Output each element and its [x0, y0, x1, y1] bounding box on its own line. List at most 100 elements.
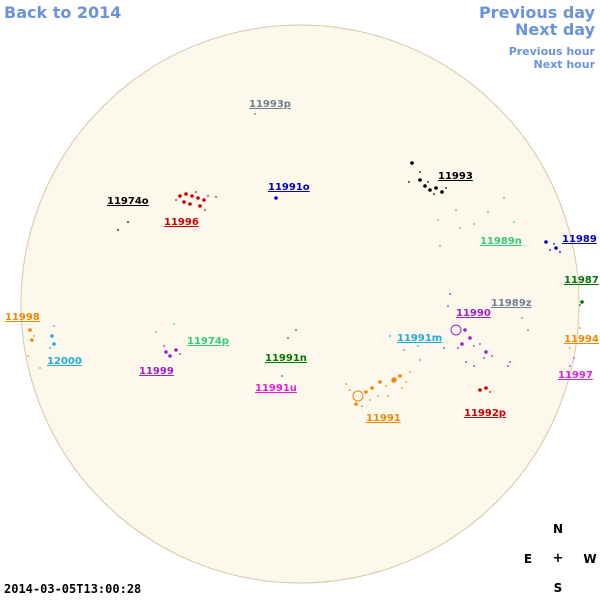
sunspot	[204, 209, 206, 211]
region-label-11989[interactable]: 11989	[562, 234, 597, 245]
sunspot	[433, 193, 435, 195]
sunspot	[398, 374, 402, 378]
sunspot-group-11991o	[274, 196, 278, 200]
sunspot	[178, 194, 182, 198]
sunspot	[287, 337, 289, 339]
region-label-11993p[interactable]: 11993p	[249, 99, 291, 110]
region-label-11974p[interactable]: 11974p	[187, 336, 229, 347]
sunspot	[202, 198, 206, 202]
sunspot	[468, 336, 472, 340]
sunspot	[447, 305, 449, 307]
sunspot	[417, 345, 419, 347]
region-label-12000[interactable]: 12000	[47, 356, 82, 367]
sunspot-group-11991u	[281, 375, 283, 377]
previous-hour-link[interactable]: Previous hour	[508, 45, 595, 58]
sunspot	[175, 199, 177, 201]
sunspot	[559, 251, 561, 253]
sunspot-group-11993	[408, 161, 447, 195]
region-label-11991o[interactable]: 11991o	[268, 182, 310, 193]
sunspot	[385, 385, 387, 387]
sunspot	[370, 386, 374, 390]
back-to-year-link[interactable]: Back to 2014	[4, 3, 122, 22]
sunspot	[440, 190, 444, 194]
sunspot	[254, 113, 256, 115]
observation-timestamp: 2014-03-05T13:00:28	[4, 582, 142, 596]
region-label-11974o[interactable]: 11974o	[107, 196, 149, 207]
next-hour-link[interactable]: Next hour	[533, 58, 596, 71]
region-label-11991n[interactable]: 11991n	[265, 353, 307, 364]
sunspot-group-11991n	[287, 329, 297, 339]
region-label-11997[interactable]: 11997	[558, 370, 593, 381]
sunspot	[503, 197, 505, 199]
sunspot	[49, 347, 51, 349]
region-label-11990[interactable]: 11990	[456, 308, 491, 319]
sunspot	[207, 195, 209, 197]
sunspot-group-11997	[569, 357, 575, 367]
sunspot	[513, 221, 515, 223]
sunspot	[478, 388, 482, 392]
region-label-11996[interactable]: 11996	[164, 217, 199, 228]
region-label-11991m[interactable]: 11991m	[397, 333, 442, 344]
sunspot	[489, 391, 491, 393]
sunspot-group-11990	[443, 293, 511, 367]
compass-west: W	[583, 552, 597, 566]
region-label-11999[interactable]: 11999	[139, 366, 174, 377]
region-label-11994[interactable]: 11994	[564, 334, 599, 345]
sunspot	[449, 293, 451, 295]
sunspot	[349, 389, 351, 391]
sunspot	[405, 381, 407, 383]
solar-disk	[20, 24, 580, 584]
sunspot	[391, 377, 397, 383]
sunspot	[354, 402, 358, 406]
compass-center: +	[552, 551, 564, 566]
region-label-11992p[interactable]: 11992p	[464, 408, 506, 419]
sunspot	[554, 246, 558, 250]
sunspot	[445, 187, 447, 189]
compass-north: N	[552, 522, 564, 536]
sunspot	[163, 345, 165, 347]
sunspot	[198, 204, 202, 208]
sunspot	[281, 375, 283, 377]
region-label-11998[interactable]: 11998	[5, 312, 40, 323]
region-label-11989n[interactable]: 11989n	[480, 236, 522, 247]
sunspot-group-11994	[569, 327, 581, 349]
sunspot	[378, 380, 382, 384]
sunspot	[409, 371, 411, 373]
sunspot-group-11974o	[117, 221, 129, 231]
region-label-11987[interactable]: 11987	[564, 275, 599, 286]
sunspot	[463, 328, 467, 332]
region-label-11991u[interactable]: 11991u	[255, 383, 297, 394]
sunspot-group-11992p	[478, 386, 491, 393]
sunspot	[509, 361, 511, 363]
sunspot	[215, 196, 217, 198]
sunspot-group-11989z	[521, 317, 529, 331]
sunspot-group-11987	[579, 300, 584, 306]
sunspot	[527, 329, 529, 331]
sunspot	[168, 354, 172, 358]
previous-day-link[interactable]: Previous day	[478, 3, 595, 22]
sunspot	[491, 355, 493, 357]
sunspot	[369, 399, 371, 401]
sunspot	[418, 178, 422, 182]
region-label-11989z[interactable]: 11989z	[491, 298, 532, 309]
sunspot	[443, 347, 445, 349]
sunspot-group-11998	[27, 328, 41, 369]
sunspot	[455, 209, 457, 211]
sunspot	[33, 335, 35, 337]
next-day-link[interactable]: Next day	[515, 20, 595, 39]
sunspot-group-11989	[544, 240, 561, 253]
sunspot	[465, 361, 467, 363]
region-label-11993[interactable]: 11993	[438, 171, 473, 182]
sunspot	[487, 211, 489, 213]
sunspot-group-12000	[49, 325, 56, 349]
sunspot-group-11989n	[437, 197, 515, 247]
region-label-11991[interactable]: 11991	[366, 413, 401, 424]
sunspot	[479, 343, 481, 345]
sunspot	[580, 300, 584, 304]
sunspot	[195, 191, 197, 193]
sunspot	[28, 328, 32, 332]
sunspot-group-11974p	[155, 323, 175, 333]
sunspot	[408, 181, 410, 183]
sunspot-group-11991m	[389, 335, 421, 361]
